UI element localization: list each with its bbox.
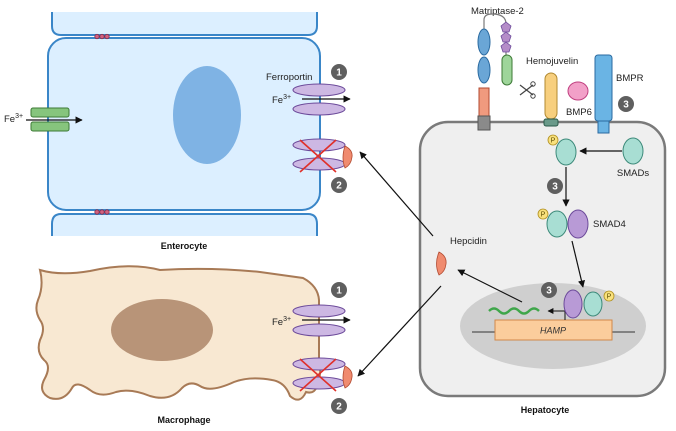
enterocyte-nucleus (173, 66, 241, 164)
ferroportin-blocked-enterocyte (292, 138, 353, 173)
membrane-receptors: Matriptase-2 Hemojuvelin (471, 6, 644, 134)
svg-text:P: P (607, 294, 612, 301)
macrophage-group: Fe3+ 1 2 Macrophage (35, 265, 353, 425)
hepcidin-bound-enterocyte (342, 145, 353, 169)
badge-nucleus-three: 3 (541, 282, 557, 298)
svg-text:1: 1 (336, 286, 342, 297)
scissors-icon (519, 81, 536, 99)
svg-text:3: 3 (623, 100, 629, 111)
enterocyte-group: Fe3+ Ferroportin Fe3+ 1 2 Enterocyte (4, 12, 353, 251)
badge-macrophage-two: 2 (331, 398, 347, 414)
tight-junction-bottom (94, 209, 110, 215)
smad-complex-nucleus: P (563, 289, 615, 319)
smad4-complex: P (537, 208, 589, 239)
enterocyte-title: Enterocyte (161, 241, 208, 251)
mrna-to-hepcidin-arrow (457, 269, 523, 303)
matriptase-label: Matriptase-2 (471, 6, 524, 17)
enterocyte-cell-below (51, 213, 318, 236)
hemojuvelin (543, 72, 559, 127)
hemojuvelin-label: Hemojuvelin (526, 56, 578, 67)
hamp-mrna (488, 307, 540, 315)
hepcidin-to-macrophage-arrow (357, 285, 442, 377)
ferroportin-blocked-macrophage (292, 357, 353, 392)
badge-bmpr-three: 3 (618, 96, 634, 112)
svg-text:2: 2 (336, 402, 342, 413)
phospho-smad: P (547, 134, 577, 166)
ferroportin-enterocyte (292, 83, 346, 116)
fe-label-entry: Fe3+ (4, 113, 23, 125)
enterocyte-cell-above (51, 12, 318, 36)
smads-free (622, 137, 644, 165)
hepatocyte-group: HAMP P 3 P SMAD4 3 (418, 120, 667, 415)
bmpr-label: BMPR (616, 73, 644, 84)
ferroportin-macrophage (292, 304, 346, 337)
dmt1-transporter (30, 107, 70, 132)
svg-text:3: 3 (552, 182, 558, 193)
badge-enterocyte-one: 1 (331, 64, 347, 80)
svg-text:P: P (541, 212, 546, 219)
badge-macrophage-one: 1 (331, 282, 347, 298)
bmp6 (567, 81, 589, 101)
hepatocyte-title: Hepatocyte (521, 405, 570, 415)
hepcidin-bound-macrophage (342, 365, 353, 389)
hamp-gene-label: HAMP (540, 326, 566, 336)
hepcidin-to-enterocyte-arrow (359, 151, 434, 237)
bmp6-label: BMP6 (566, 107, 592, 118)
fe-label-macrophage: Fe3+ (272, 316, 291, 328)
hepcidin-label: Hepcidin (450, 236, 487, 247)
svg-text:1: 1 (336, 68, 342, 79)
hepcidin-peptide (436, 251, 447, 276)
hamp-gene (494, 319, 613, 341)
bmpr (594, 54, 613, 134)
svg-text:P: P (551, 138, 556, 145)
smad4-to-nucleus-arrow (571, 240, 585, 288)
badge-smad-three: 3 (547, 178, 563, 194)
svg-text:3: 3 (546, 286, 552, 297)
macrophage-nucleus (111, 299, 213, 361)
svg-text:2: 2 (336, 181, 342, 192)
matriptase-2 (477, 13, 513, 131)
fe-label-ferroportin: Fe3+ (272, 94, 291, 106)
macrophage-title: Macrophage (157, 415, 210, 425)
smads-label: SMADs (617, 168, 649, 179)
smad4-label: SMAD4 (593, 219, 626, 230)
badge-enterocyte-two: 2 (331, 177, 347, 193)
ferroportin-label: Ferroportin (266, 72, 312, 83)
tight-junction-top (94, 33, 110, 40)
